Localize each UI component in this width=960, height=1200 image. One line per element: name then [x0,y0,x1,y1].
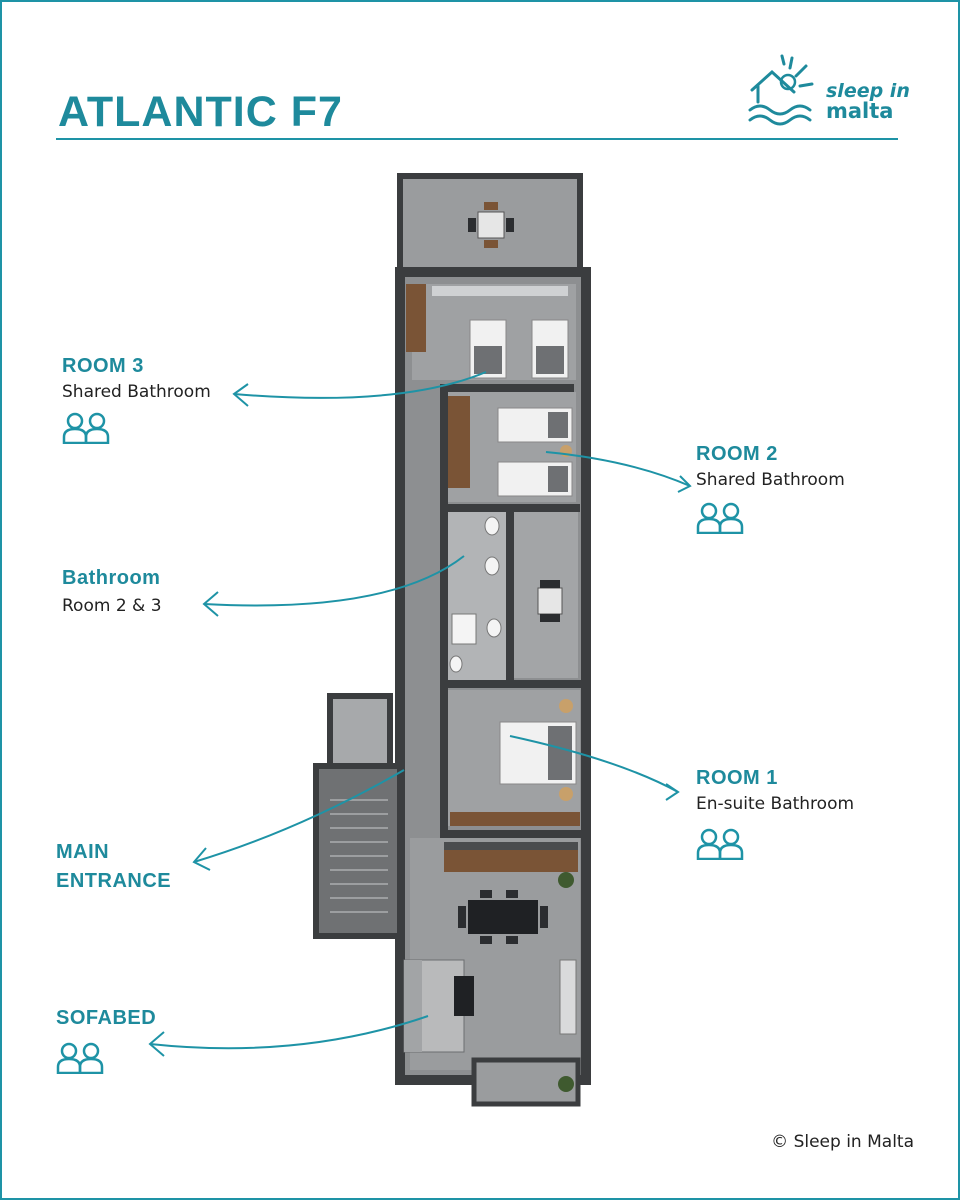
entrance-arrowhead [192,847,211,871]
bathroom-arrowhead [202,591,219,617]
kitchen-worktop [444,842,578,850]
logo-line-1: sleep in [826,80,910,102]
room-2-wardrobe [448,396,470,488]
sofabed-arrow [149,1015,429,1050]
room-1-arrowhead [665,783,680,801]
room-1-two-guests-icon [696,828,744,860]
logo-line-2: malta [826,99,894,123]
logo-wordmark: sleep in malta [826,82,910,122]
room-2-beds [497,407,573,497]
plant-icon [558,872,574,888]
main-entrance-label-line-1: MAIN [56,841,110,863]
annex-table [537,580,563,622]
main-entrance-label-line-2: ENTRANCE [56,870,172,892]
sofabed-label: SOFABED [56,1007,157,1029]
stair-steps [330,799,388,913]
sleep-in-malta-logo [748,54,814,126]
room-1-detail: En-suite Bathroom [696,794,855,814]
page-title: ATLANTIC F7 [58,88,343,136]
dining-table [458,890,548,944]
room-3-label: ROOM 3 [62,355,144,377]
sofabed-two-guests-icon [56,1042,104,1074]
room-2-arrow [545,451,691,487]
bathroom-arrow [203,555,465,607]
room-1-wardrobe [450,812,580,826]
balcony-plant-icon [558,1076,574,1092]
interior-walls [440,384,586,838]
room-1-arrow [509,735,679,793]
sofabed-furniture [403,959,474,1053]
room-1-label: ROOM 1 [696,767,778,789]
sofabed-arrowhead [148,1031,165,1057]
room-3-two-guests-icon [62,412,110,444]
terrace-table [468,202,514,248]
room-3-window [432,286,568,296]
staircase [313,763,403,939]
room-1-bed [499,699,577,801]
entrance-arrow [193,769,405,863]
stair-landing [327,693,393,769]
bathroom-fixtures [449,516,502,673]
room-2-label: ROOM 2 [696,443,778,465]
shared-bathroom-floor [448,512,506,680]
room-3-detail: Shared Bathroom [62,382,211,402]
tv-unit [559,959,577,1035]
callout-arrows [148,371,692,1057]
room-3-arrow [233,371,487,399]
room-3-arrowhead [232,383,249,407]
room-2-two-guests-icon [696,502,744,534]
room-2-arrowhead [677,475,692,493]
bathroom-label: Bathroom [62,567,161,589]
bathroom-detail: Room 2 & 3 [62,596,162,616]
room-3-wardrobe [406,284,426,352]
room-2-detail: Shared Bathroom [696,470,845,490]
room-3-beds [469,319,569,379]
title-underline [56,138,898,140]
copyright-notice: © Sleep in Malta [771,1132,914,1152]
